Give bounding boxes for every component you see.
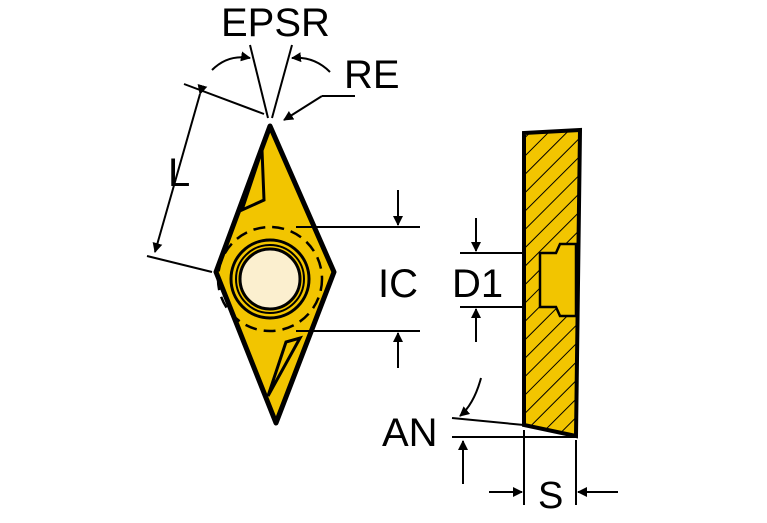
ic-dimension	[296, 190, 420, 368]
epsr-dimension	[211, 44, 331, 119]
top-chip-groove	[239, 149, 266, 213]
s-dimension	[489, 430, 618, 505]
bottom-chip-groove	[266, 335, 304, 397]
re-label: RE	[344, 53, 400, 97]
epsr-label: EPSR	[221, 1, 330, 45]
inscribed-circle	[216, 225, 324, 333]
an-label: AN	[382, 411, 438, 455]
hole-mid-ring	[235, 244, 305, 314]
insert-side-view	[522, 127, 583, 439]
l-dimension	[146, 83, 265, 273]
an-dimension	[451, 377, 576, 484]
insert-top-view	[213, 123, 337, 426]
hole-inner	[238, 247, 302, 311]
d1-label: D1	[452, 262, 503, 306]
section-hole	[538, 242, 578, 318]
re-leader	[283, 95, 355, 121]
l-label: L	[168, 151, 190, 195]
ic-label: IC	[378, 262, 418, 306]
s-label: S	[538, 475, 563, 517]
